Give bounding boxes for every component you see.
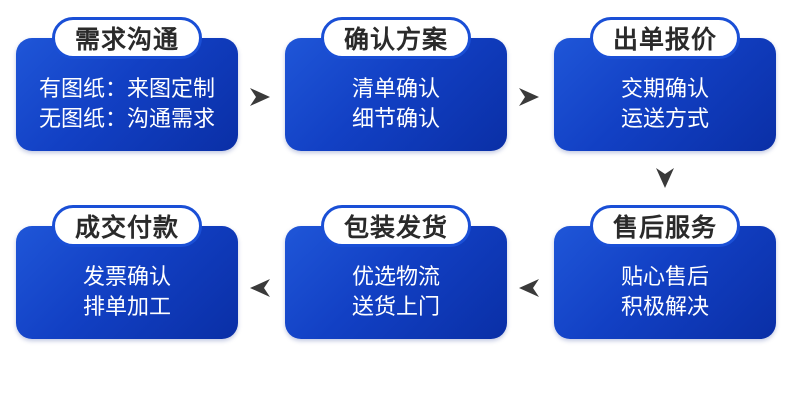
step-title: 确认方案 <box>321 17 471 59</box>
step-detail-line: 发票确认 <box>82 265 171 290</box>
step-detail-line: 无图纸：沟通需求 <box>38 107 215 132</box>
step-detail-line: 排单加工 <box>82 295 171 320</box>
step-details: 清单确认 细节确认 <box>285 75 507 135</box>
step-detail-line: 交期确认 <box>620 77 709 102</box>
step-detail-line: 送货上门 <box>351 295 440 320</box>
step-title: 成交付款 <box>52 205 202 247</box>
step-detail-line: 积极解决 <box>620 295 709 320</box>
step-detail-line: 优选物流 <box>351 265 440 290</box>
step-title: 售后服务 <box>590 205 740 247</box>
step-detail-line: 运送方式 <box>620 107 709 132</box>
step-details: 有图纸：来图定制 无图纸：沟通需求 <box>16 75 238 135</box>
step-confirm-plan: 确认方案 清单确认 细节确认 <box>285 17 507 151</box>
step-detail-line: 有图纸：来图定制 <box>38 77 215 102</box>
arrow-right-icon <box>517 85 541 109</box>
step-detail-line: 贴心售后 <box>620 265 709 290</box>
step-title: 包装发货 <box>321 205 471 247</box>
step-packaging-shipping: 包装发货 优选物流 送货上门 <box>285 205 507 339</box>
arrow-left-icon <box>517 276 541 300</box>
arrow-right-icon <box>248 85 272 109</box>
step-title: 出单报价 <box>590 17 740 59</box>
arrow-down-icon <box>653 166 677 190</box>
step-detail-line: 细节确认 <box>351 107 440 132</box>
step-detail-line: 清单确认 <box>351 77 440 102</box>
step-demand-communication: 需求沟通 有图纸：来图定制 无图纸：沟通需求 <box>16 17 238 151</box>
step-payment: 成交付款 发票确认 排单加工 <box>16 205 238 339</box>
step-details: 交期确认 运送方式 <box>554 75 776 135</box>
step-quotation: 出单报价 交期确认 运送方式 <box>554 17 776 151</box>
step-details: 优选物流 送货上门 <box>285 263 507 323</box>
arrow-left-icon <box>248 276 272 300</box>
step-title: 需求沟通 <box>52 17 202 59</box>
step-details: 发票确认 排单加工 <box>16 263 238 323</box>
step-details: 贴心售后 积极解决 <box>554 263 776 323</box>
step-after-sales: 售后服务 贴心售后 积极解决 <box>554 205 776 339</box>
